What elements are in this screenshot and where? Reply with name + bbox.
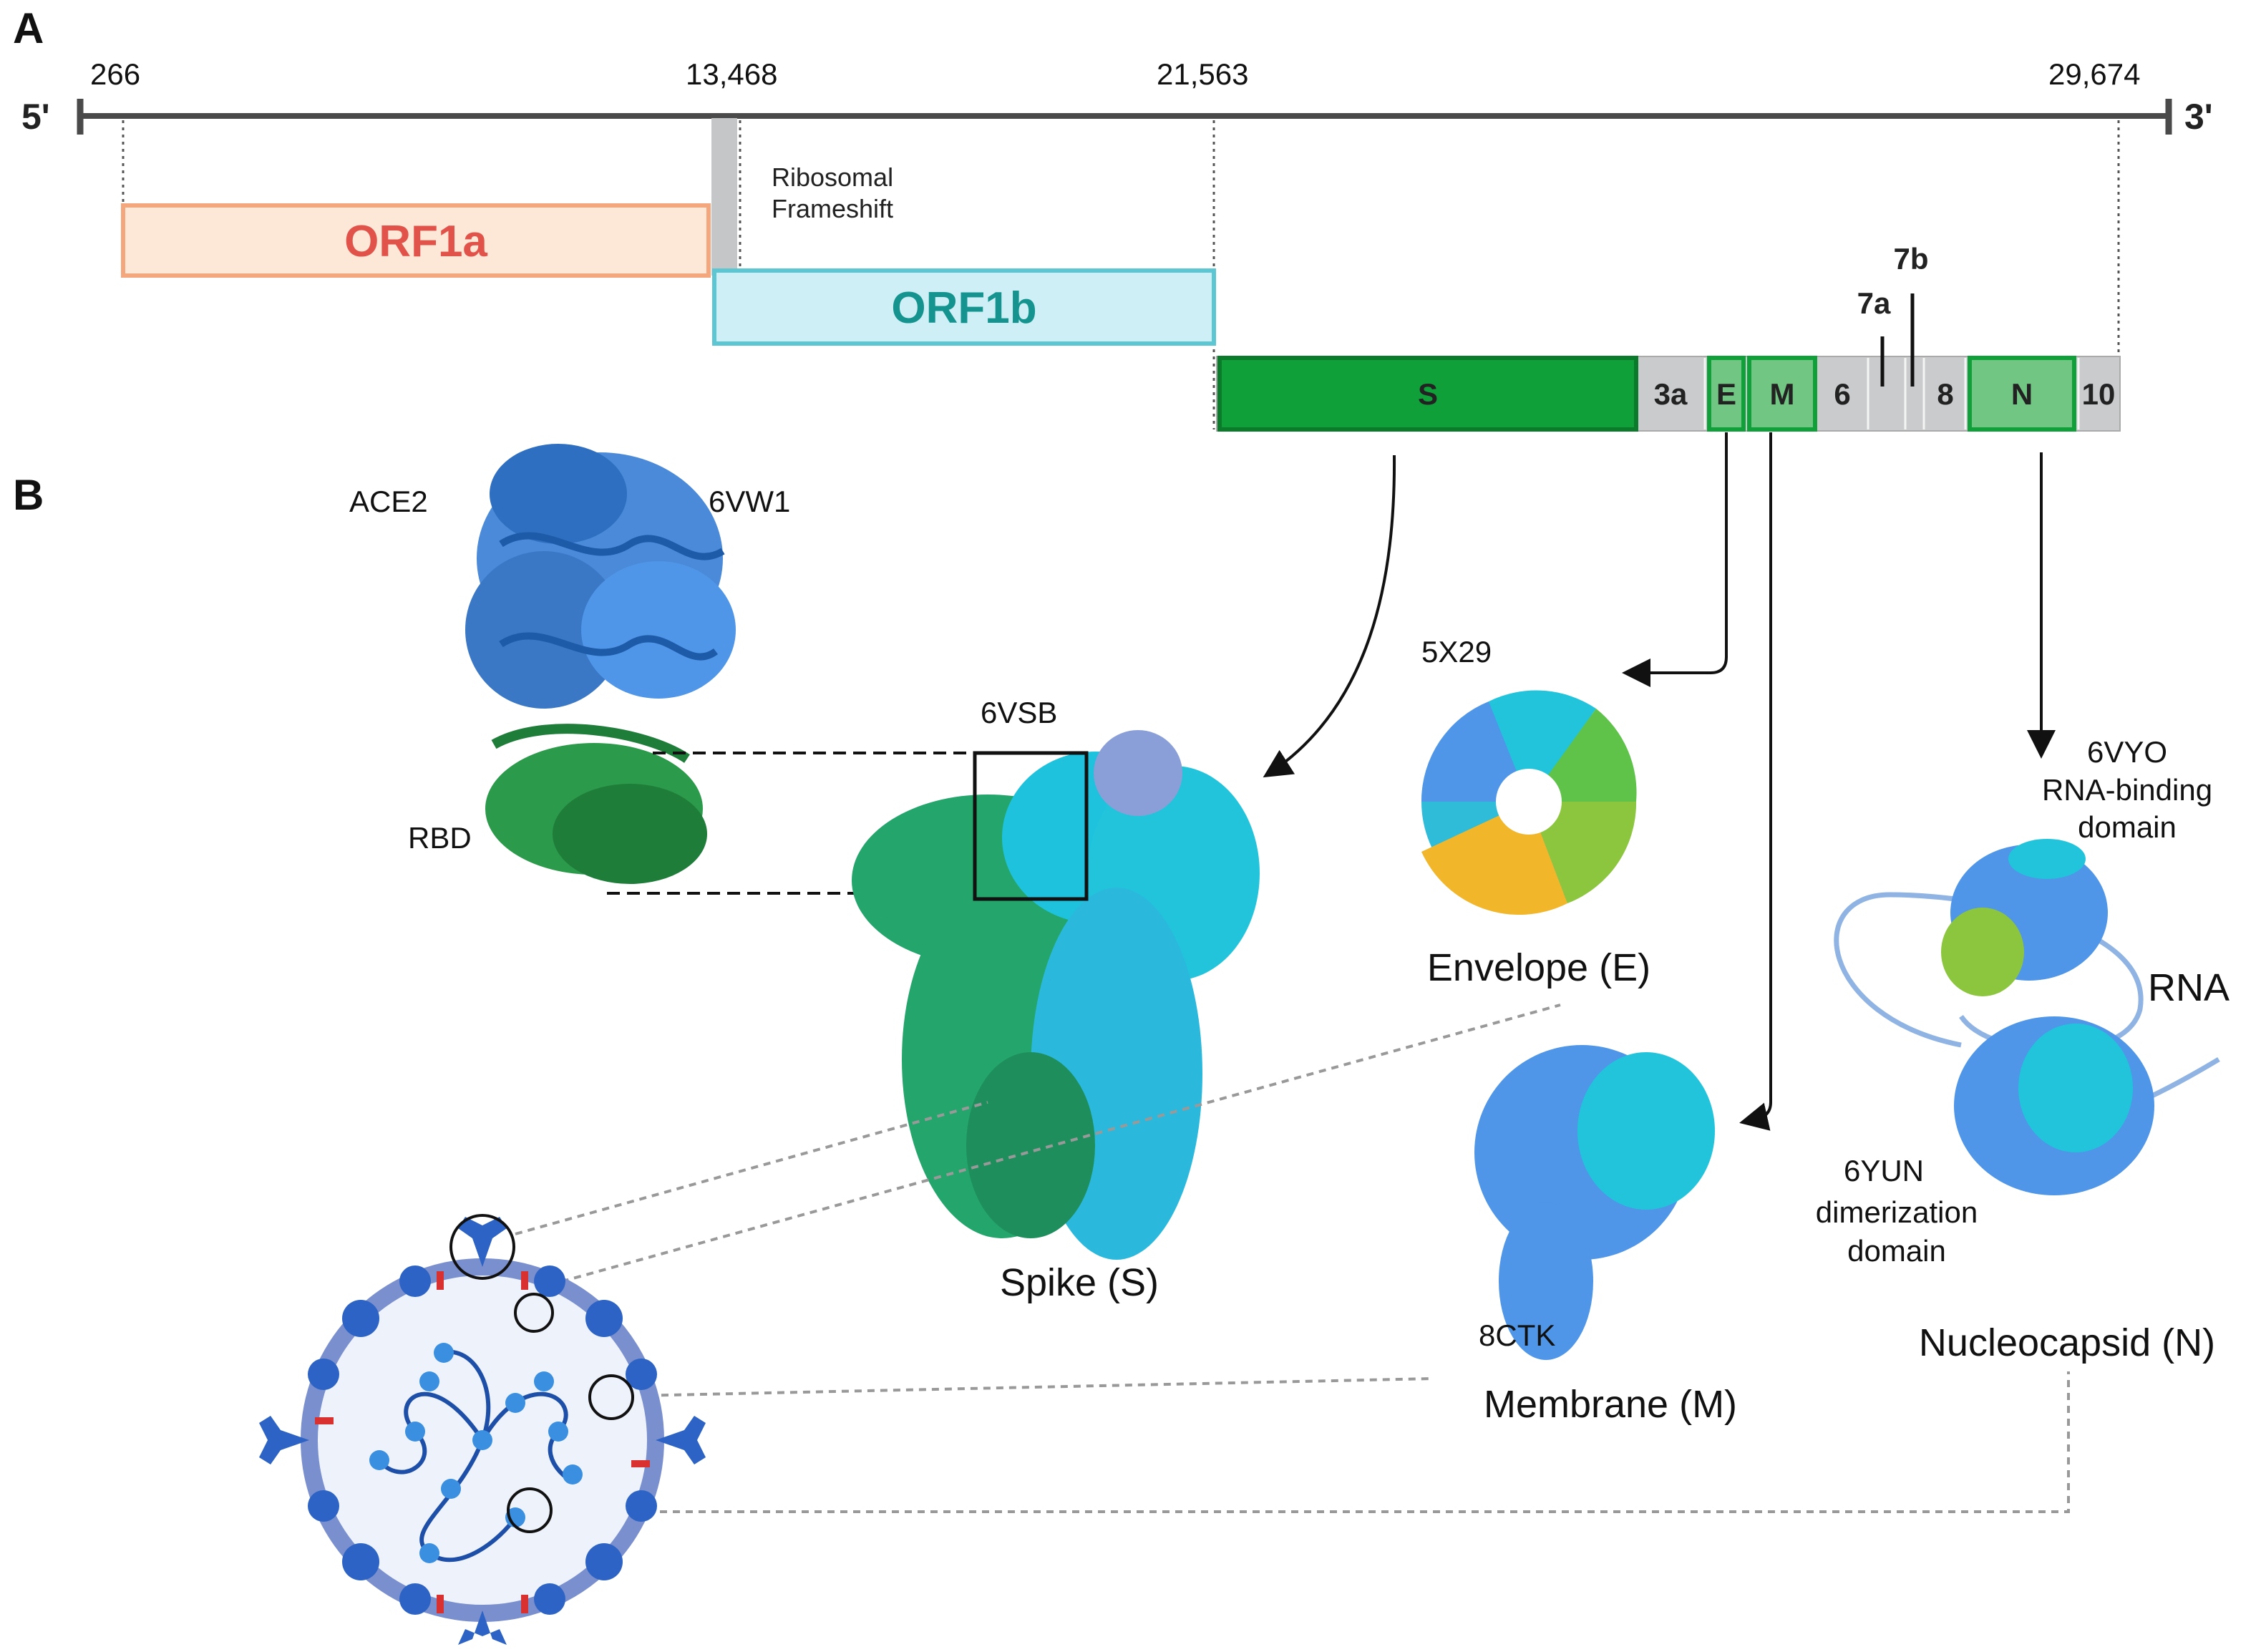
gene-6-label: 6 <box>1834 377 1850 411</box>
nucleocapsid-structure <box>1834 839 2220 1195</box>
spike-name-label: Spike (S) <box>1000 1261 1159 1304</box>
ribosomal-frameshift-region <box>711 118 737 276</box>
panel-b-label: B <box>13 471 44 519</box>
orf1a-label: ORF1a <box>344 217 487 266</box>
ace2-label: ACE2 <box>349 485 428 518</box>
orf1b-label: ORF1b <box>891 283 1036 333</box>
coordinate-29674: 29,674 <box>2048 57 2140 91</box>
n-dim-label-line1: dimerization <box>1816 1195 1978 1229</box>
rbd-label: RBD <box>408 821 472 855</box>
n-dim-pdb-label: 6YUN <box>1844 1154 1924 1187</box>
genome-axis <box>77 99 2172 135</box>
three-prime-label: 3' <box>2184 97 2213 137</box>
ace2-pdb-label: 6VW1 <box>709 485 790 518</box>
n-dim-label-line2: domain <box>1847 1234 1946 1268</box>
gene-e-label: E <box>1716 377 1736 411</box>
gene-s-label: S <box>1418 377 1438 411</box>
gene-track <box>1216 356 2121 432</box>
virion-nucleocapsid-beads <box>369 1343 583 1563</box>
membrane-structure <box>1474 1045 1715 1360</box>
spike-rbd-highlight-box <box>973 751 1089 901</box>
virion-connectors <box>515 1004 2070 1513</box>
virion-callout-circles <box>449 1214 634 1533</box>
n-rbd-label-line1: RNA-binding <box>2042 773 2212 807</box>
gene-s-box <box>1217 356 1638 432</box>
gene-m-label: M <box>1770 377 1795 411</box>
envelope-pdb-label: 5X29 <box>1421 635 1492 669</box>
gene-n-box <box>1968 356 2076 432</box>
gene-e-box <box>1707 356 1746 432</box>
n-rbd-pdb-label: 6VYO <box>2087 735 2167 769</box>
gene-10-label: 10 <box>2082 377 2116 411</box>
gene-m-box <box>1747 356 1817 432</box>
spike-pdb-label: 6VSB <box>981 696 1057 729</box>
panel-a-label: A <box>13 4 44 52</box>
coordinate-266: 266 <box>90 57 140 91</box>
envelope-structure <box>1421 690 1637 915</box>
membrane-name-label: Membrane (M) <box>1484 1383 1737 1426</box>
virion-membrane-proteins <box>315 1271 650 1613</box>
orf1b-box <box>712 268 1216 346</box>
five-prime-label: 5' <box>21 97 50 137</box>
membrane-pdb-label: 8CTK <box>1479 1318 1555 1352</box>
frameshift-label-line2: Frameshift <box>772 194 893 223</box>
gene-7a-label: 7a <box>1857 286 1891 320</box>
coordinate-13468: 13,468 <box>686 57 777 91</box>
spike-structure <box>852 730 1260 1260</box>
n-rbd-label-line2: domain <box>2078 810 2177 844</box>
gene-n-label: N <box>2011 377 2033 411</box>
gene-3a-label: 3a <box>1654 377 1688 411</box>
gene-8-label: 8 <box>1937 377 1953 411</box>
gene-7b-label: 7b <box>1893 242 1928 276</box>
nucleocapsid-name-label: Nucleocapsid (N) <box>1919 1321 2215 1364</box>
gene-to-structure-arrows <box>1263 432 2056 1131</box>
orf1a-box <box>121 203 711 278</box>
ace2-rbd-structure <box>465 444 736 884</box>
virion-illustration <box>259 1004 2070 1645</box>
virion-spikes <box>259 1217 706 1645</box>
envelope-name-label: Envelope (E) <box>1427 946 1650 989</box>
frameshift-label-line1: Ribosomal <box>772 162 893 192</box>
coordinate-21563: 21,563 <box>1157 57 1248 91</box>
rna-label: RNA <box>2148 966 2229 1009</box>
